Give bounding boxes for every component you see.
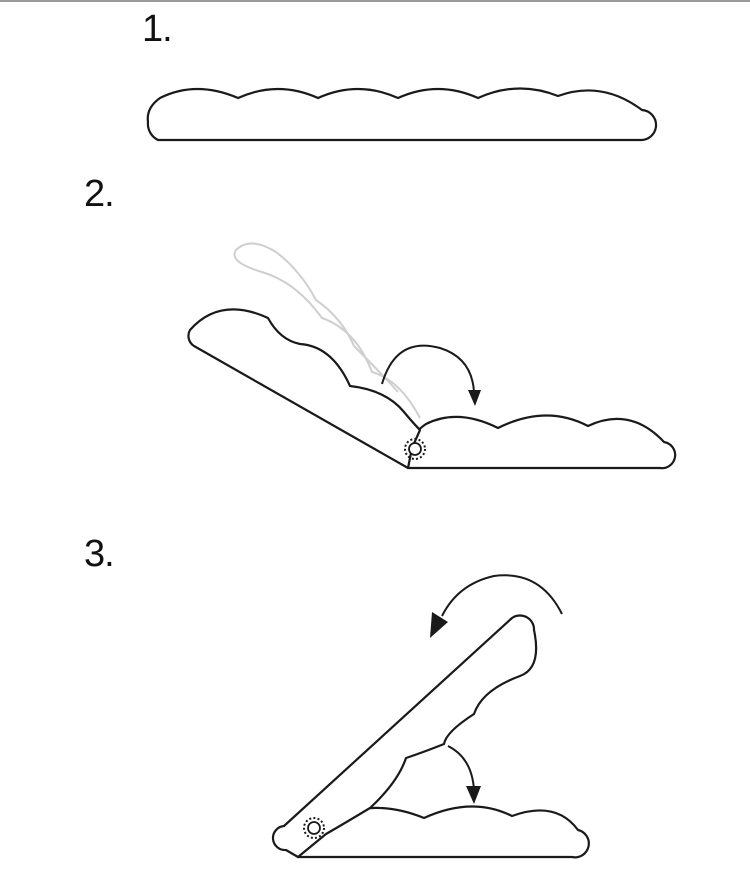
flat-scalloped-strip [146,87,658,142]
fold-down-arrowhead [468,390,481,406]
settle-down-arrow [447,745,475,791]
hinge-gear-icon [404,438,426,460]
step-2-tilted-part [187,308,422,470]
step-2-flat-part [406,414,677,470]
ghost-raised-panel [233,242,421,419]
step-1-number: 1. [142,8,173,50]
step-1-strip [146,87,658,142]
rotate-up-arrow [441,574,563,617]
settle-down-arrowhead [466,786,481,804]
step-3-fold [271,574,590,859]
top-border [0,0,750,2]
step-3-raised-panel [271,614,538,859]
step-2-number: 2. [84,173,115,215]
step-2-fold [187,242,677,470]
fold-down-arrow [381,344,475,393]
step-3-number: 3. [84,533,115,575]
hinge-gear-icon-2 [303,817,325,839]
rotate-up-arrowhead [430,612,448,638]
